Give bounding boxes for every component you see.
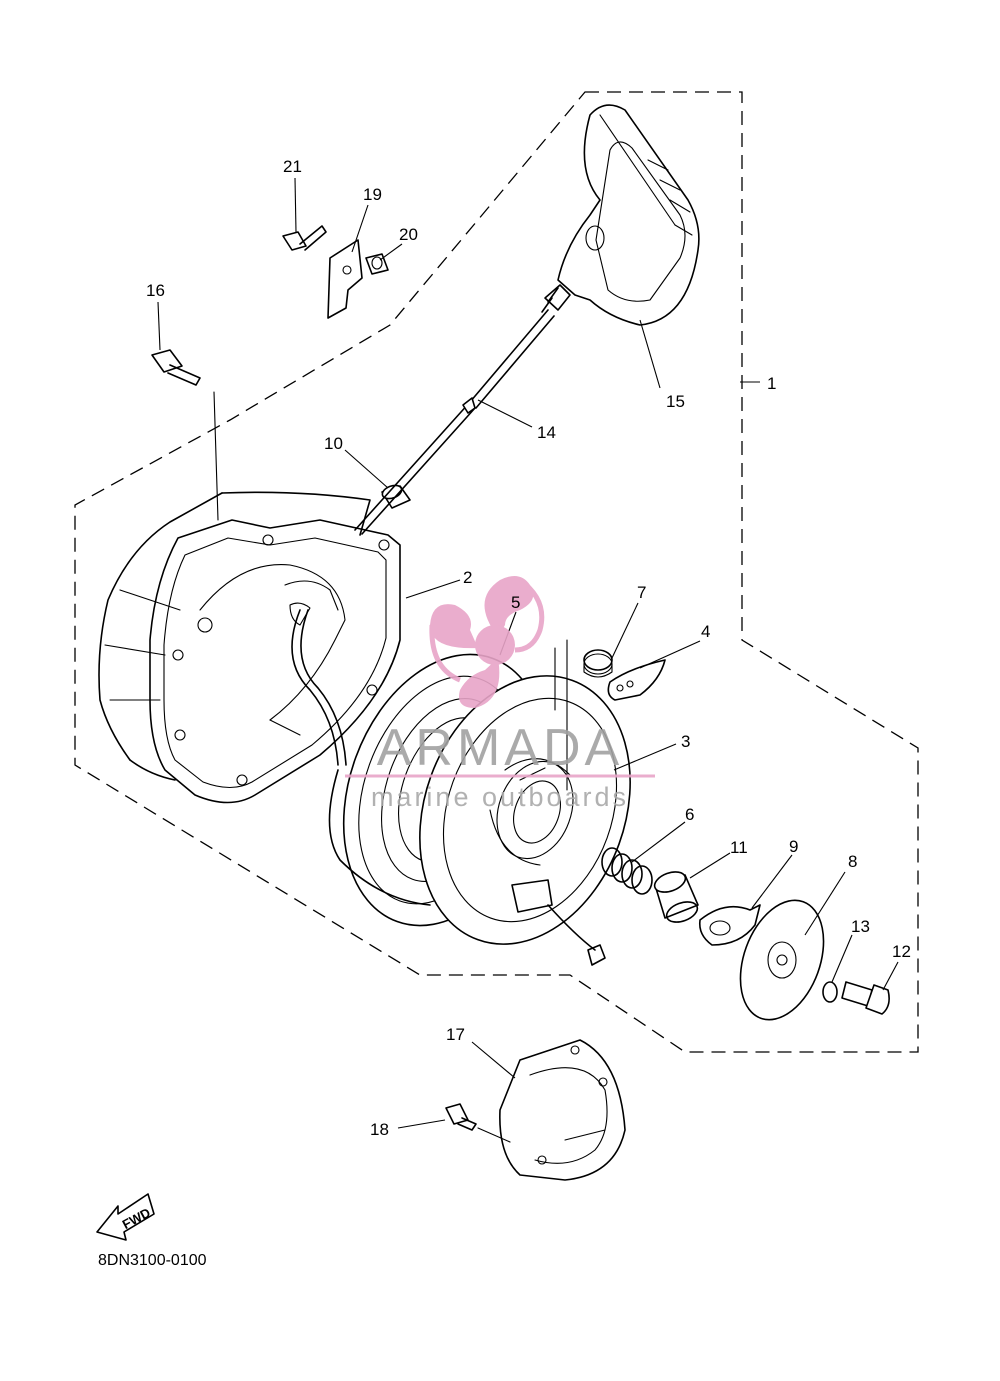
starter-pulley [499,1039,626,1181]
callout-12: 12 [892,942,911,961]
callout-10: 10 [324,434,343,453]
starter-reel [342,639,631,966]
pawl-spring [583,649,613,678]
washer [822,981,838,1003]
cover-plate [739,899,825,1021]
callout-8: 8 [848,852,857,871]
callout-20: 20 [399,225,418,244]
watermark-tagline: marine outboards [371,782,629,812]
watermark-brand: ARMADA [377,719,623,777]
callout-11: 11 [730,838,748,857]
starter-handle [541,104,700,326]
callout-4: 4 [701,622,710,641]
callout-18: 18 [370,1120,389,1139]
callout-labels: 1 2 3 4 5 6 7 8 9 10 11 12 13 14 15 16 1… [146,157,911,1139]
leader-lines [157,177,899,1129]
callout-16: 16 [146,281,165,300]
callout-9: 9 [789,837,798,856]
friction-plate [698,904,761,946]
spring [601,847,653,895]
propeller-logo-icon [429,576,545,708]
bolt-12 [841,981,890,1015]
assembly-boundary [74,91,919,1053]
starter-rope [328,769,431,906]
starter-housing [98,491,401,804]
callout-14: 14 [537,423,556,442]
bolt-16 [151,349,219,521]
armada-watermark: ARMADA marine outboards [345,576,655,812]
rope-14 [354,309,555,535]
callout-7: 7 [637,583,646,602]
bolt-18 [445,1103,511,1143]
nut-20 [365,253,389,275]
bushing [653,871,699,923]
callout-15: 15 [666,392,685,411]
callout-6: 6 [685,805,694,824]
callout-21: 21 [283,157,302,176]
callout-3: 3 [681,732,690,751]
pawl [607,659,666,701]
fwd-arrow-icon: FWD [96,1193,155,1241]
callout-13: 13 [851,917,870,936]
callout-1: 1 [767,374,776,393]
diagram-code: 8DN3100-0100 [98,1252,207,1269]
callout-17: 17 [446,1025,465,1044]
callout-2: 2 [463,568,472,587]
bolt-21 [282,225,327,251]
bracket-19 [327,239,363,319]
callout-5: 5 [511,593,520,612]
callout-19: 19 [363,185,382,204]
